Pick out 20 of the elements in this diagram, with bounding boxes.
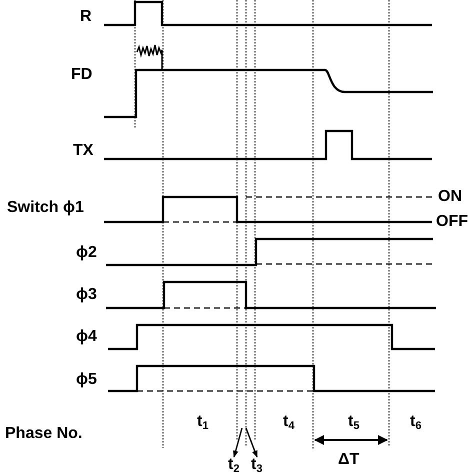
phase-label: t$_{5}$ <box>348 413 360 431</box>
phase-label: t$_{3}$ <box>251 456 262 474</box>
signal-label: Switch ϕ1 <box>7 199 84 217</box>
signal-label: TX <box>73 142 94 160</box>
phase-label: t$_{6}$ <box>410 413 422 431</box>
dimension-label: ΔT <box>338 451 360 469</box>
level-label: ON <box>438 188 462 206</box>
arrow <box>232 428 243 458</box>
axis-title: Phase No. <box>5 425 82 443</box>
signal-label: FD <box>71 66 92 84</box>
level-label: OFF <box>436 213 468 231</box>
signal-label: ϕ4 <box>76 328 97 346</box>
phase-label: t$_{2}$ <box>228 456 240 474</box>
signal-label: ϕ5 <box>76 371 97 389</box>
signal-label: ϕ2 <box>76 244 97 262</box>
arrow <box>245 428 258 458</box>
signal-label: R <box>80 8 92 26</box>
signal-label: ϕ3 <box>76 286 97 304</box>
phase-label: t$_{1}$ <box>197 413 208 431</box>
phase-label: t$_{4}$ <box>283 413 294 431</box>
